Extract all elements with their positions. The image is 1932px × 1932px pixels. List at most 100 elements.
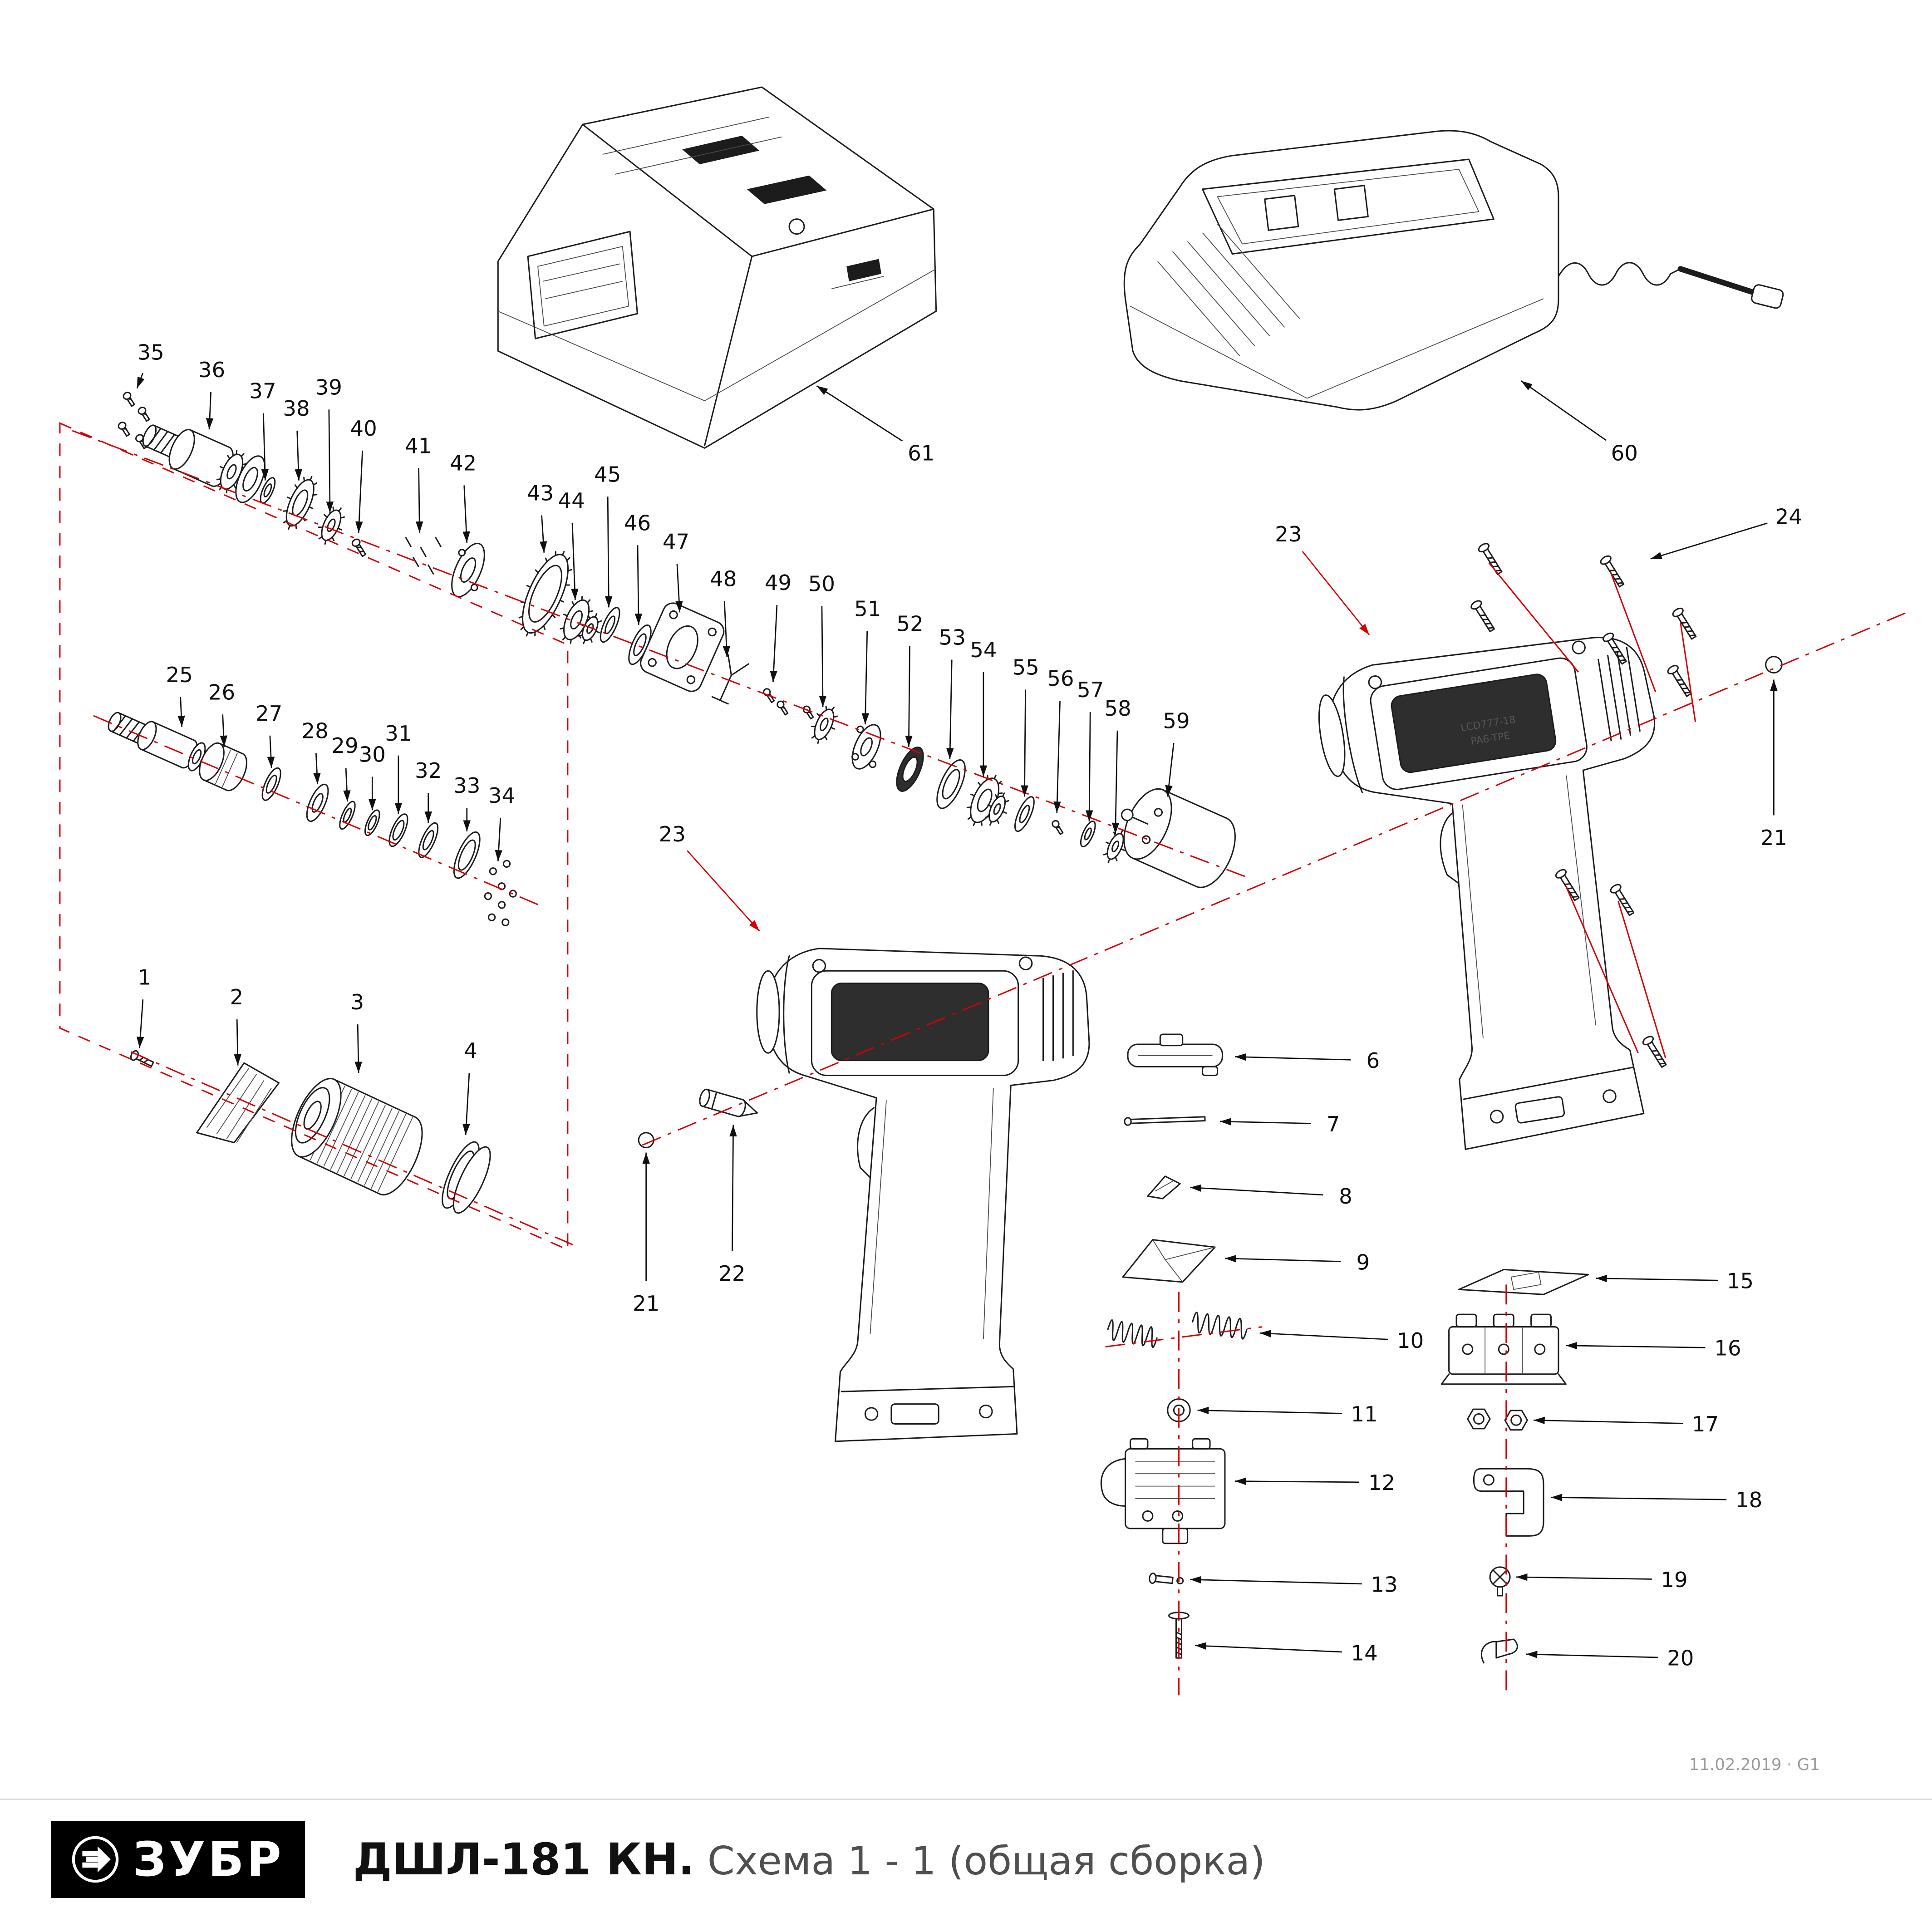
callout-leader: [1053, 701, 1061, 813]
callout-number: 34: [488, 783, 515, 808]
callout-41: 41: [405, 433, 432, 533]
callout-number: 8: [1339, 1184, 1352, 1209]
callout-31: 31: [385, 721, 412, 814]
callout-number: 10: [1397, 1328, 1424, 1353]
callout-leader: [1526, 1651, 1658, 1658]
callout-number: 17: [1692, 1412, 1719, 1436]
part-38-art: [283, 476, 318, 530]
part-47-art: [640, 602, 725, 692]
callout-leader: [1534, 1416, 1683, 1425]
callout-leader: [326, 409, 334, 513]
callout-leader: [1234, 1477, 1360, 1485]
callout-number: 40: [350, 416, 377, 441]
schema-subtitle: Схема 1 - 1 (общая сборка): [707, 1839, 1265, 1884]
battery-pack-art: [497, 86, 937, 449]
callout-leader: [675, 564, 683, 613]
callout-number: 24: [1775, 505, 1802, 529]
callout-number: 7: [1327, 1112, 1340, 1136]
callout-leader: [571, 522, 579, 600]
callout-34: 34: [488, 783, 515, 861]
callout-42: 42: [450, 451, 477, 543]
callout-25: 25: [166, 663, 193, 727]
callout-number: 42: [450, 451, 477, 476]
callout-leader: [816, 385, 903, 442]
callout-leader: [1551, 1494, 1727, 1501]
callout-15: 15: [1596, 1269, 1754, 1293]
footer-divider: [0, 1799, 1932, 1800]
callout-number: 48: [710, 567, 737, 591]
part-41-art: [405, 537, 442, 575]
part-55-art: [1014, 796, 1035, 832]
part-9-cover-art: [1122, 1239, 1216, 1283]
part-2-chuck-jaws-art: [196, 1062, 280, 1144]
callout-number: 11: [1351, 1402, 1377, 1426]
part-18-belt-clip-art: [1473, 1468, 1544, 1537]
callout-leader: [946, 659, 954, 759]
callout-leader: [1165, 742, 1175, 797]
part-35-art: [118, 392, 150, 449]
callout-number: 61: [908, 441, 934, 466]
callout-40: 40: [350, 416, 377, 533]
callout-28: 28: [301, 718, 329, 784]
callout-13: 13: [1190, 1573, 1398, 1597]
callout-number: 53: [939, 625, 966, 650]
revision-date: 11.02.2019 · G1: [1689, 1755, 1820, 1774]
callout-20: 20: [1526, 1646, 1694, 1671]
part-50-art: [802, 705, 838, 744]
callout-number: 12: [1368, 1470, 1395, 1495]
callout-14: 14: [1195, 1641, 1378, 1666]
callout-number: 26: [208, 680, 235, 704]
part-3-chuck-body-art: [291, 1078, 423, 1196]
callout-leader: [343, 768, 351, 802]
part-21-right-ball-art: [1765, 656, 1783, 673]
callout-leader: [605, 497, 613, 608]
callout-leader: [220, 714, 228, 747]
callout-leader: [1650, 522, 1768, 560]
callout-number: 2: [230, 985, 244, 1009]
part-31-art: [388, 813, 408, 847]
callout-number: 21: [1760, 826, 1787, 850]
callout-57: 57: [1077, 678, 1104, 822]
callout-leader: [136, 373, 145, 389]
callout-number: 1: [138, 965, 152, 989]
callout-leader: [1190, 1576, 1362, 1585]
callout-61: 61: [816, 385, 934, 466]
callout-number: 51: [854, 597, 881, 621]
callout-48: 48: [710, 567, 737, 658]
callout-leader: [1195, 1642, 1342, 1653]
brand-logo: ЗУБР: [51, 1821, 305, 1898]
callout-number: 16: [1714, 1336, 1741, 1361]
callout-23: 23: [1275, 522, 1370, 635]
part-59-motor-art: [1121, 788, 1236, 888]
charger-art: [1123, 130, 1784, 411]
part-58-art: [1103, 830, 1128, 863]
callout-number: 30: [359, 742, 386, 767]
part-8-leaf-art: [1147, 1175, 1181, 1200]
callout-leader: [177, 697, 185, 727]
callout-10: 10: [1259, 1328, 1424, 1353]
document-title: ДШЛ-181 КН.Схема 1 - 1 (общая сборка): [353, 1834, 1265, 1885]
callout-number: 23: [1275, 522, 1302, 546]
callout-number: 39: [315, 375, 342, 399]
part-42-art: [451, 542, 485, 598]
callout-leader: [354, 1024, 362, 1073]
callout-52: 52: [896, 611, 924, 747]
callout-number: 22: [718, 1261, 745, 1286]
callout-1: 1: [136, 965, 152, 1048]
callout-number: 29: [331, 733, 358, 758]
callout-number: 60: [1611, 441, 1638, 466]
part-20-wire-clip-art: [1480, 1638, 1518, 1664]
callout-leader: [1197, 1406, 1342, 1415]
part-22-bit-art: [699, 1088, 758, 1117]
callout-leader: [1086, 712, 1093, 822]
part-48-art: [711, 654, 750, 705]
callout-leader: [1234, 1053, 1351, 1061]
part-57-art: [1080, 821, 1096, 847]
callout-leader: [1596, 1274, 1718, 1283]
callout-number: 4: [464, 1038, 477, 1063]
callout-number: 3: [351, 990, 364, 1014]
part-7-pin-art: [1124, 1116, 1206, 1126]
callout-55: 55: [1012, 655, 1039, 797]
